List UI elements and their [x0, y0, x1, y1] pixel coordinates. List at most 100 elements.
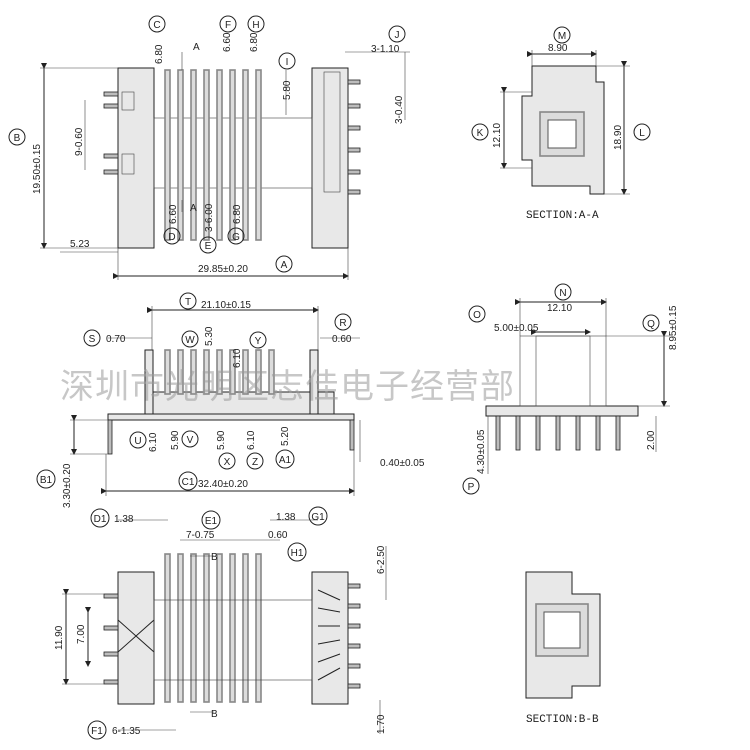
dim-w: 5.30: [204, 326, 215, 346]
callout-x: X: [224, 457, 231, 468]
section-aa-title: SECTION:A-A: [526, 210, 599, 222]
callout-d1: D1: [94, 514, 107, 525]
dim-e: 3-6.00: [204, 203, 215, 232]
cut-mark-a-bottom: A: [190, 203, 197, 214]
dim-a1: 5.20: [280, 426, 291, 446]
dim-e2: 5.23: [70, 239, 90, 250]
dim-l: 18.90: [613, 125, 624, 150]
section-aa-view: [500, 50, 630, 195]
left-flange: [117, 67, 155, 249]
right-pins: [323, 71, 361, 195]
dim-h2: 6-2.50: [376, 545, 387, 574]
dim-x: 5.90: [216, 430, 227, 450]
dim-u: 6.10: [148, 432, 159, 452]
callout-l: L: [639, 128, 645, 139]
callout-z: Z: [252, 457, 258, 468]
dim-r: 0.60: [332, 334, 352, 345]
section-bb-view: [525, 571, 601, 699]
dim-t: 21.10±0.15: [201, 300, 251, 311]
dim-a: 29.85±0.20: [198, 264, 248, 275]
callouts: C F H I J B D E G A M K L T S R W Y U V …: [8, 15, 660, 740]
callout-d: D: [168, 232, 175, 243]
side-pins: [495, 415, 621, 451]
callout-g1: G1: [311, 512, 325, 523]
dim-z: 6.10: [246, 430, 257, 450]
bottom-left-pins: [103, 593, 119, 685]
callout-y: Y: [255, 336, 262, 347]
dim-f1: 6-1.35: [112, 726, 141, 737]
dim-n: 12.10: [547, 303, 572, 314]
left-pins: [103, 91, 135, 175]
dim-h: 6.80: [249, 32, 260, 52]
callout-r: R: [339, 318, 346, 329]
fin-group: [164, 69, 262, 241]
dim-b2: 9-0.60: [74, 127, 85, 156]
dim-b1: 3.30±0.20: [62, 463, 73, 508]
dim-b-h2: 7.00: [76, 624, 87, 644]
dimension-texts: 6.80 6.60 6.80 5.80 3-1.10 3-0.40 19.50±…: [32, 32, 679, 737]
callout-h1: H1: [291, 548, 304, 559]
callout-m: M: [558, 31, 566, 42]
callout-v: V: [187, 435, 194, 446]
dim-o: 5.00±0.05: [494, 323, 539, 334]
cut-marks: A A B B: [190, 42, 218, 720]
dim-j2: 3-0.40: [394, 95, 405, 124]
dim-p-lead: 0.40±0.05: [380, 458, 425, 469]
cut-mark-a-top: A: [193, 42, 200, 53]
dim-e1: 7-0.75: [186, 530, 215, 541]
callout-j: J: [395, 30, 400, 41]
dim-b-h: 11.90: [54, 625, 65, 650]
callout-n: N: [559, 288, 566, 299]
callout-p: P: [468, 482, 475, 493]
callout-w: W: [185, 335, 195, 346]
bottom-right-pins: [347, 583, 361, 689]
dim-b: 19.50±0.15: [32, 144, 43, 194]
front-fins: [164, 349, 275, 395]
callout-e1: E1: [205, 516, 218, 527]
callout-a: A: [281, 260, 288, 271]
front-base-plate: [107, 413, 355, 421]
callout-f: F: [225, 20, 231, 31]
dim-d: 6.60: [168, 204, 179, 224]
top-view: [40, 51, 410, 280]
callout-g: G: [232, 232, 240, 243]
callout-u: U: [134, 436, 141, 447]
bottom-right-block: [311, 571, 349, 705]
callout-t: T: [185, 297, 191, 308]
right-flange: [311, 67, 349, 249]
section-bb-title: SECTION:B-B: [526, 714, 599, 726]
bottom-view: [62, 519, 387, 734]
callout-h: H: [252, 20, 259, 31]
dim-c1: 32.40±0.20: [198, 479, 248, 490]
dim-c: 6.80: [154, 44, 165, 64]
dim-s: 0.70: [106, 334, 126, 345]
dim-q: 8.95±0.15: [668, 305, 679, 350]
callout-s: S: [89, 334, 96, 345]
callout-i: I: [286, 57, 289, 68]
cut-mark-b-bottom: B: [211, 709, 218, 720]
watermark-text: 深圳市光明区志佳电子经营部: [60, 367, 515, 407]
side-view: [485, 298, 670, 474]
callout-k: K: [477, 128, 484, 139]
callout-a1: A1: [279, 455, 292, 466]
front-view: [70, 306, 361, 496]
dim-d1: 1.38: [114, 514, 134, 525]
dim-i: 5.80: [282, 80, 293, 100]
dim-g: 6.80: [232, 204, 243, 224]
dim-g1: 1.38: [276, 512, 296, 523]
callout-f1: F1: [91, 726, 103, 737]
dim-v: 5.90: [170, 430, 181, 450]
callout-q: Q: [647, 319, 655, 330]
callout-c: C: [153, 20, 160, 31]
dim-j: 3-1.10: [371, 44, 400, 55]
dim-p2: 2.00: [646, 430, 657, 450]
dim-h1: 0.60: [268, 530, 288, 541]
callout-e: E: [205, 241, 212, 252]
dim-p: 4.30±0.05: [476, 429, 487, 474]
dim-b-pin: 1.70: [376, 714, 387, 734]
dim-k: 12.10: [492, 123, 503, 148]
callout-b1: B1: [40, 475, 53, 486]
bottom-left-block: [117, 571, 155, 705]
dim-y: 6.10: [232, 348, 243, 368]
